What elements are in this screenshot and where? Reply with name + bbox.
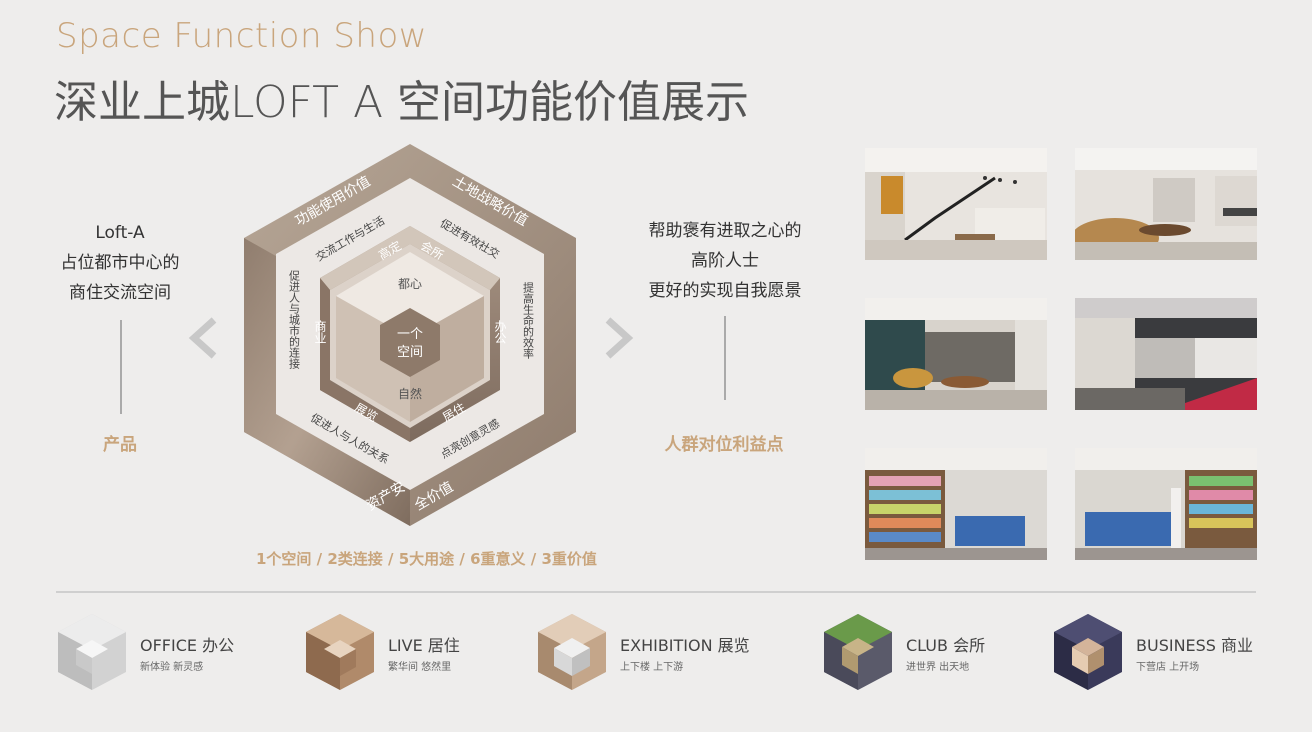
product-description: Loft-A 占位都市中心的 商住交流空间 bbox=[40, 218, 200, 308]
club-cube-icon bbox=[824, 614, 892, 690]
business-cube-icon bbox=[1054, 614, 1122, 690]
core-hexagon bbox=[380, 308, 440, 377]
photo-living-room bbox=[1075, 148, 1257, 260]
audience-line: 更好的实现自我愿景 bbox=[648, 281, 802, 301]
legend-office: OFFICE 办公 新体验 新灵感 bbox=[56, 610, 256, 696]
legend-exhibition-subtitle: 上下楼 上下游 bbox=[620, 662, 684, 673]
chevron-left-icon bbox=[188, 317, 217, 359]
core-label-top: 都心 bbox=[398, 277, 422, 291]
legend-club-title: CLUB 会所 bbox=[906, 636, 986, 655]
inner-label-left: 商业 bbox=[313, 319, 327, 344]
section-divider bbox=[56, 591, 1256, 593]
legend-office-subtitle: 新体验 新灵感 bbox=[140, 662, 204, 673]
product-line: 商住交流空间 bbox=[69, 283, 171, 303]
office-cube-icon bbox=[58, 614, 126, 690]
left-divider-line bbox=[120, 320, 122, 414]
legend-club-subtitle: 进世界 出天地 bbox=[906, 662, 970, 673]
legend-business-subtitle: 下营店 上开场 bbox=[1136, 662, 1200, 673]
audience-line: 高阶人士 bbox=[691, 251, 759, 271]
photo-lounge-area bbox=[865, 298, 1047, 410]
photo-loft-stairs bbox=[865, 148, 1047, 260]
audience-benefit-label: 人群对位利益点 bbox=[664, 435, 784, 455]
photo-shirt-showroom-2 bbox=[1075, 448, 1257, 560]
product-line: 占位都市中心的 bbox=[60, 253, 180, 273]
live-cube-icon bbox=[306, 614, 374, 690]
core-label-center-2: 空间 bbox=[397, 345, 423, 360]
legend-office-title: OFFICE 办公 bbox=[140, 636, 235, 655]
photo-shirt-showroom-1 bbox=[865, 448, 1047, 560]
legend-live-title: LIVE 居住 bbox=[388, 636, 460, 655]
title-chinese: 深业上城LOFT A 空间功能价值展示 bbox=[54, 77, 750, 128]
legend-live-subtitle: 繁华间 悠然里 bbox=[388, 662, 452, 673]
chevron-right-icon bbox=[605, 317, 634, 359]
inner-label-right: 办公 bbox=[493, 319, 507, 344]
legend-club: CLUB 会所 进世界 出天地 bbox=[822, 610, 1022, 696]
legend-exhibition: EXHIBITION 展览 上下楼 上下游 bbox=[536, 610, 766, 696]
legend-exhibition-title: EXHIBITION 展览 bbox=[620, 636, 750, 655]
middle-label-right: 提高生命的效率 bbox=[522, 282, 535, 360]
product-line: Loft-A bbox=[95, 223, 145, 243]
core-label-center-1: 一个 bbox=[397, 327, 423, 342]
legend-business: BUSINESS 商业 下营店 上开场 bbox=[1052, 610, 1272, 696]
exhibition-cube-icon bbox=[538, 614, 606, 690]
right-divider-line bbox=[724, 316, 726, 400]
title-english: Space Function Show bbox=[56, 16, 428, 56]
core-label-bottom: 自然 bbox=[398, 386, 422, 401]
value-hexagon-diagram: 功能使用价值 土地战略价值 资产安 全价值 交流工作与生活 促进有效社交 促进人… bbox=[244, 144, 576, 526]
legend-live: LIVE 居住 繁华间 悠然里 bbox=[304, 610, 504, 696]
photo-gallery-walkway bbox=[1075, 298, 1257, 410]
middle-label-left: 促进人与城市的连接 bbox=[288, 269, 301, 370]
product-label: 产品 bbox=[103, 435, 137, 455]
audience-description: 帮助褒有进取之心的 高阶人士 更好的实现自我愿景 bbox=[620, 216, 830, 306]
audience-line: 帮助褒有进取之心的 bbox=[648, 221, 802, 241]
stats-summary: 1个空间 / 2类连接 / 5大用途 / 6重意义 / 3重价值 bbox=[256, 550, 597, 568]
legend-business-title: BUSINESS 商业 bbox=[1136, 636, 1254, 655]
